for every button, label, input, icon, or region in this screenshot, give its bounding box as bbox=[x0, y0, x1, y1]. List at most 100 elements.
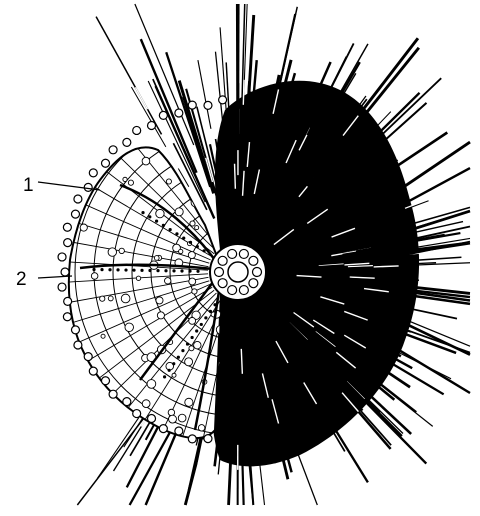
tubercle bbox=[142, 400, 150, 408]
rim-tubercle bbox=[89, 367, 97, 375]
pore bbox=[213, 303, 216, 306]
pore bbox=[100, 268, 103, 271]
tubercle bbox=[101, 334, 105, 338]
pore bbox=[155, 220, 158, 223]
rim-tubercle bbox=[84, 353, 92, 361]
genital-plate bbox=[215, 268, 224, 277]
tubercle bbox=[108, 248, 116, 256]
tubercle bbox=[185, 398, 193, 406]
rim-tubercle bbox=[219, 96, 227, 104]
tubercle bbox=[102, 143, 106, 147]
tubercle bbox=[169, 415, 177, 423]
label-2: 2 bbox=[16, 269, 27, 290]
rim-tubercle bbox=[109, 146, 117, 154]
tubercle bbox=[100, 296, 105, 301]
tubercle bbox=[128, 180, 133, 185]
tubercle bbox=[108, 296, 113, 301]
spine bbox=[328, 271, 389, 272]
tubercle bbox=[189, 346, 194, 351]
tubercle bbox=[188, 252, 195, 259]
rim-tubercle bbox=[71, 326, 79, 334]
pore bbox=[227, 350, 230, 353]
pore bbox=[191, 336, 194, 339]
tubercle bbox=[210, 94, 216, 100]
pore bbox=[228, 342, 231, 345]
tubercle bbox=[198, 425, 204, 431]
tubercle bbox=[154, 256, 159, 261]
pore bbox=[164, 269, 167, 272]
pore bbox=[218, 421, 221, 424]
pore bbox=[225, 366, 228, 369]
spine bbox=[96, 17, 161, 135]
pore bbox=[92, 268, 95, 271]
rim-tubercle bbox=[63, 313, 71, 321]
tubercle bbox=[142, 157, 150, 165]
tubercle bbox=[212, 113, 216, 117]
tubercle bbox=[168, 409, 174, 415]
pore bbox=[168, 369, 171, 372]
rim-tubercle bbox=[109, 390, 117, 398]
pore bbox=[162, 224, 165, 227]
tubercle bbox=[156, 297, 163, 304]
pore bbox=[209, 310, 212, 313]
apical-disc bbox=[210, 244, 266, 300]
tubercle bbox=[119, 419, 124, 424]
rim-tubercle bbox=[159, 425, 167, 433]
pore bbox=[148, 269, 151, 272]
genital-plate bbox=[228, 286, 237, 295]
pore bbox=[196, 245, 199, 248]
rim-tubercle bbox=[204, 101, 212, 109]
rim-tubercle bbox=[63, 223, 71, 231]
rim-tubercle bbox=[123, 398, 131, 406]
tubercle bbox=[175, 208, 183, 216]
genital-plate bbox=[228, 249, 237, 258]
tubercle bbox=[185, 358, 193, 366]
pore bbox=[182, 236, 185, 239]
pore bbox=[223, 382, 226, 385]
genital-plate bbox=[253, 268, 262, 277]
genital-plate bbox=[239, 249, 248, 258]
rim-tubercle bbox=[175, 109, 183, 117]
tubercle bbox=[190, 221, 195, 226]
pore bbox=[232, 310, 235, 313]
rim-tubercle bbox=[58, 283, 66, 291]
tubercle bbox=[147, 380, 156, 389]
tubercle bbox=[141, 131, 148, 138]
pore bbox=[132, 269, 135, 272]
tubercle bbox=[195, 226, 199, 230]
pore bbox=[196, 270, 199, 273]
spine-highlight bbox=[135, 87, 147, 109]
tubercle bbox=[85, 384, 91, 390]
tubercle bbox=[119, 248, 124, 253]
rim-tubercle bbox=[204, 435, 212, 443]
rim-tubercle bbox=[148, 415, 156, 423]
rim-tubercle bbox=[102, 377, 110, 385]
tubercle bbox=[81, 385, 87, 391]
pore bbox=[141, 211, 144, 214]
tubercle bbox=[189, 317, 196, 324]
rim-tubercle bbox=[133, 126, 141, 134]
rim-tubercle bbox=[84, 183, 92, 191]
pore bbox=[200, 323, 203, 326]
pore bbox=[124, 268, 127, 271]
pore bbox=[172, 269, 175, 272]
rim-tubercle bbox=[102, 159, 110, 167]
tubercle bbox=[125, 323, 134, 332]
spine-highlight bbox=[243, 80, 244, 105]
tubercle bbox=[91, 379, 96, 384]
tubercle bbox=[164, 278, 170, 284]
genital-plate bbox=[249, 279, 258, 288]
test-skeleton bbox=[18, 53, 239, 491]
pore bbox=[140, 269, 143, 272]
tubercle bbox=[166, 179, 171, 184]
tubercle bbox=[202, 452, 207, 457]
pore bbox=[177, 356, 180, 359]
spine-highlight bbox=[235, 164, 236, 189]
leader-line-2 bbox=[38, 276, 72, 278]
tubercle bbox=[189, 278, 196, 285]
genital-plate bbox=[239, 286, 248, 295]
spine-highlight bbox=[374, 266, 399, 267]
pore bbox=[221, 397, 224, 400]
